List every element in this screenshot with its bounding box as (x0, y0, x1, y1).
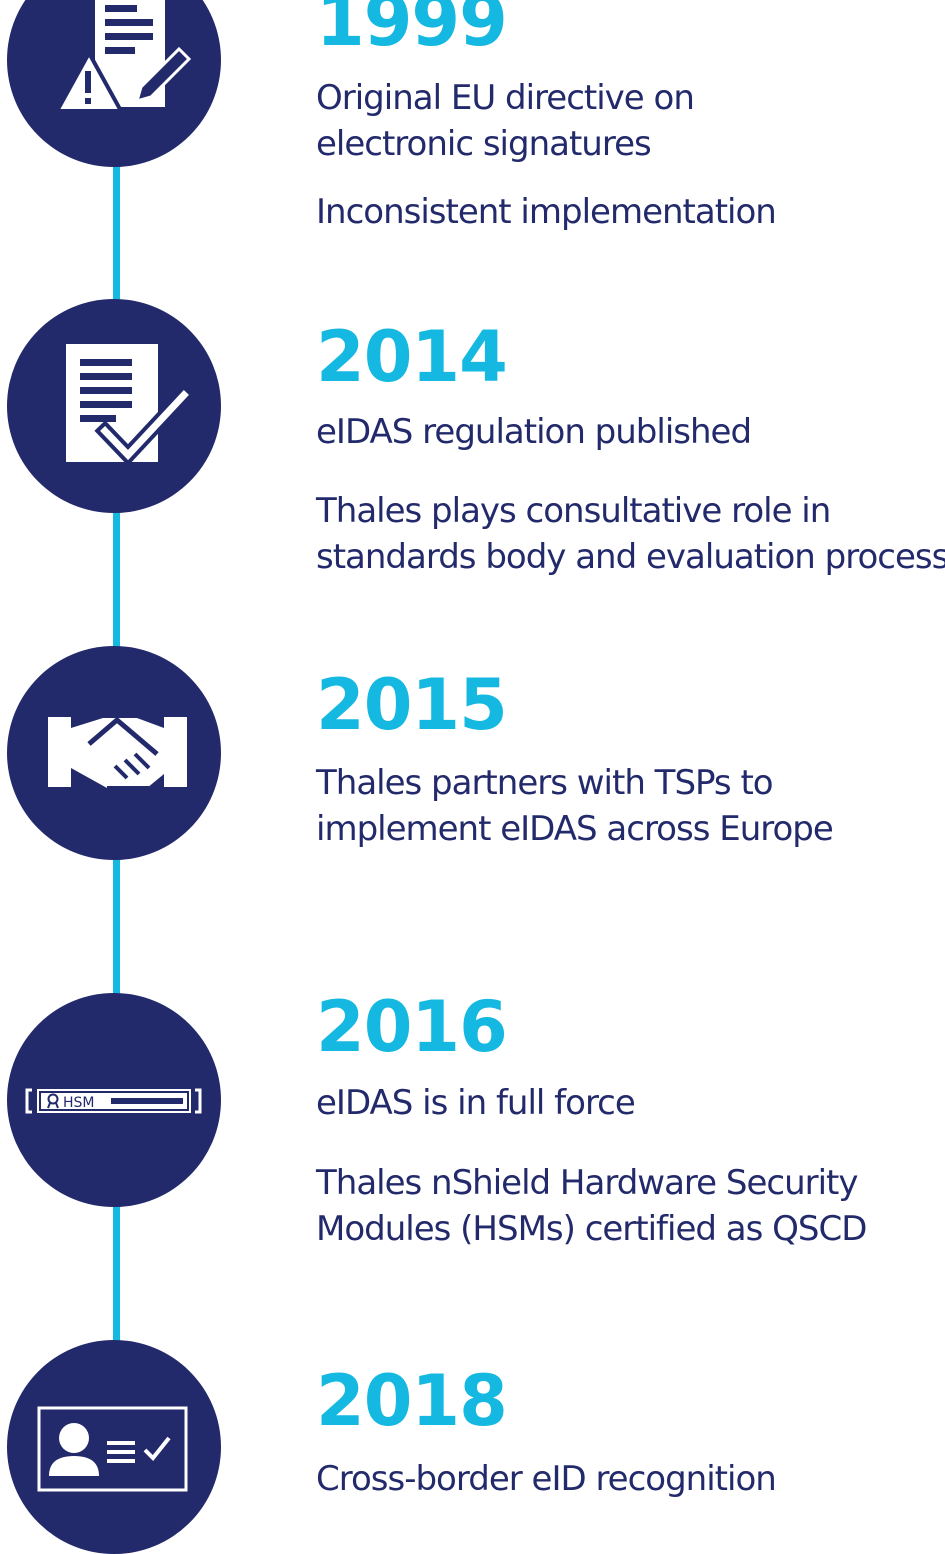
text-line: Thales nShield Hardware Security (316, 1163, 859, 1203)
text-line: electronic signatures (316, 124, 652, 164)
milestone-2018-description: Cross-border eID recognition (316, 1456, 777, 1502)
document-warning-icon (53, 0, 192, 113)
hsm-device-icon: HSM (25, 1088, 202, 1114)
text-line: eIDAS regulation published (316, 412, 752, 452)
milestone-2015-circle (7, 646, 221, 860)
text-line: eIDAS is in full force (316, 1083, 636, 1123)
milestone-2016-description: eIDAS is in full force (316, 1080, 636, 1126)
text-line: implement eIDAS across Europe (316, 809, 834, 849)
milestone-2016-year: 2016 (316, 986, 508, 1068)
milestone-1999-description: Original EU directive on electronic sign… (316, 75, 695, 167)
text-line: Thales plays consultative role in (316, 491, 831, 531)
milestone-2015-year: 2015 (316, 664, 508, 746)
milestone-2015-description: Thales partners with TSPs to implement e… (316, 760, 834, 852)
text-line: Thales partners with TSPs to (316, 763, 774, 803)
milestone-2014-year: 2014 (316, 316, 508, 398)
text-line: Original EU directive on (316, 78, 695, 118)
text-line: Inconsistent implementation (316, 192, 777, 232)
milestone-2018-circle (7, 1340, 221, 1554)
milestone-1999-year: 1999 (316, 0, 508, 62)
milestone-2016-note: Thales nShield Hardware Security Modules… (316, 1160, 867, 1252)
milestone-1999-circle (7, 0, 221, 167)
milestone-2018-year: 2018 (316, 1360, 508, 1442)
handshake-icon (48, 717, 187, 790)
text-line: standards body and evaluation process (316, 537, 945, 577)
text-line: Modules (HSMs) certified as QSCD (316, 1209, 867, 1249)
milestone-2014-circle (7, 299, 221, 513)
milestone-2014-note: Thales plays consultative role in standa… (316, 488, 945, 580)
milestone-1999-note: Inconsistent implementation (316, 189, 777, 235)
hsm-label: HSM (63, 1095, 95, 1111)
id-card-check-icon (37, 1406, 188, 1492)
text-line: Cross-border eID recognition (316, 1459, 777, 1499)
milestone-2014-description: eIDAS regulation published (316, 409, 752, 455)
document-check-icon (66, 344, 195, 466)
milestone-2016-circle: HSM (7, 993, 221, 1207)
